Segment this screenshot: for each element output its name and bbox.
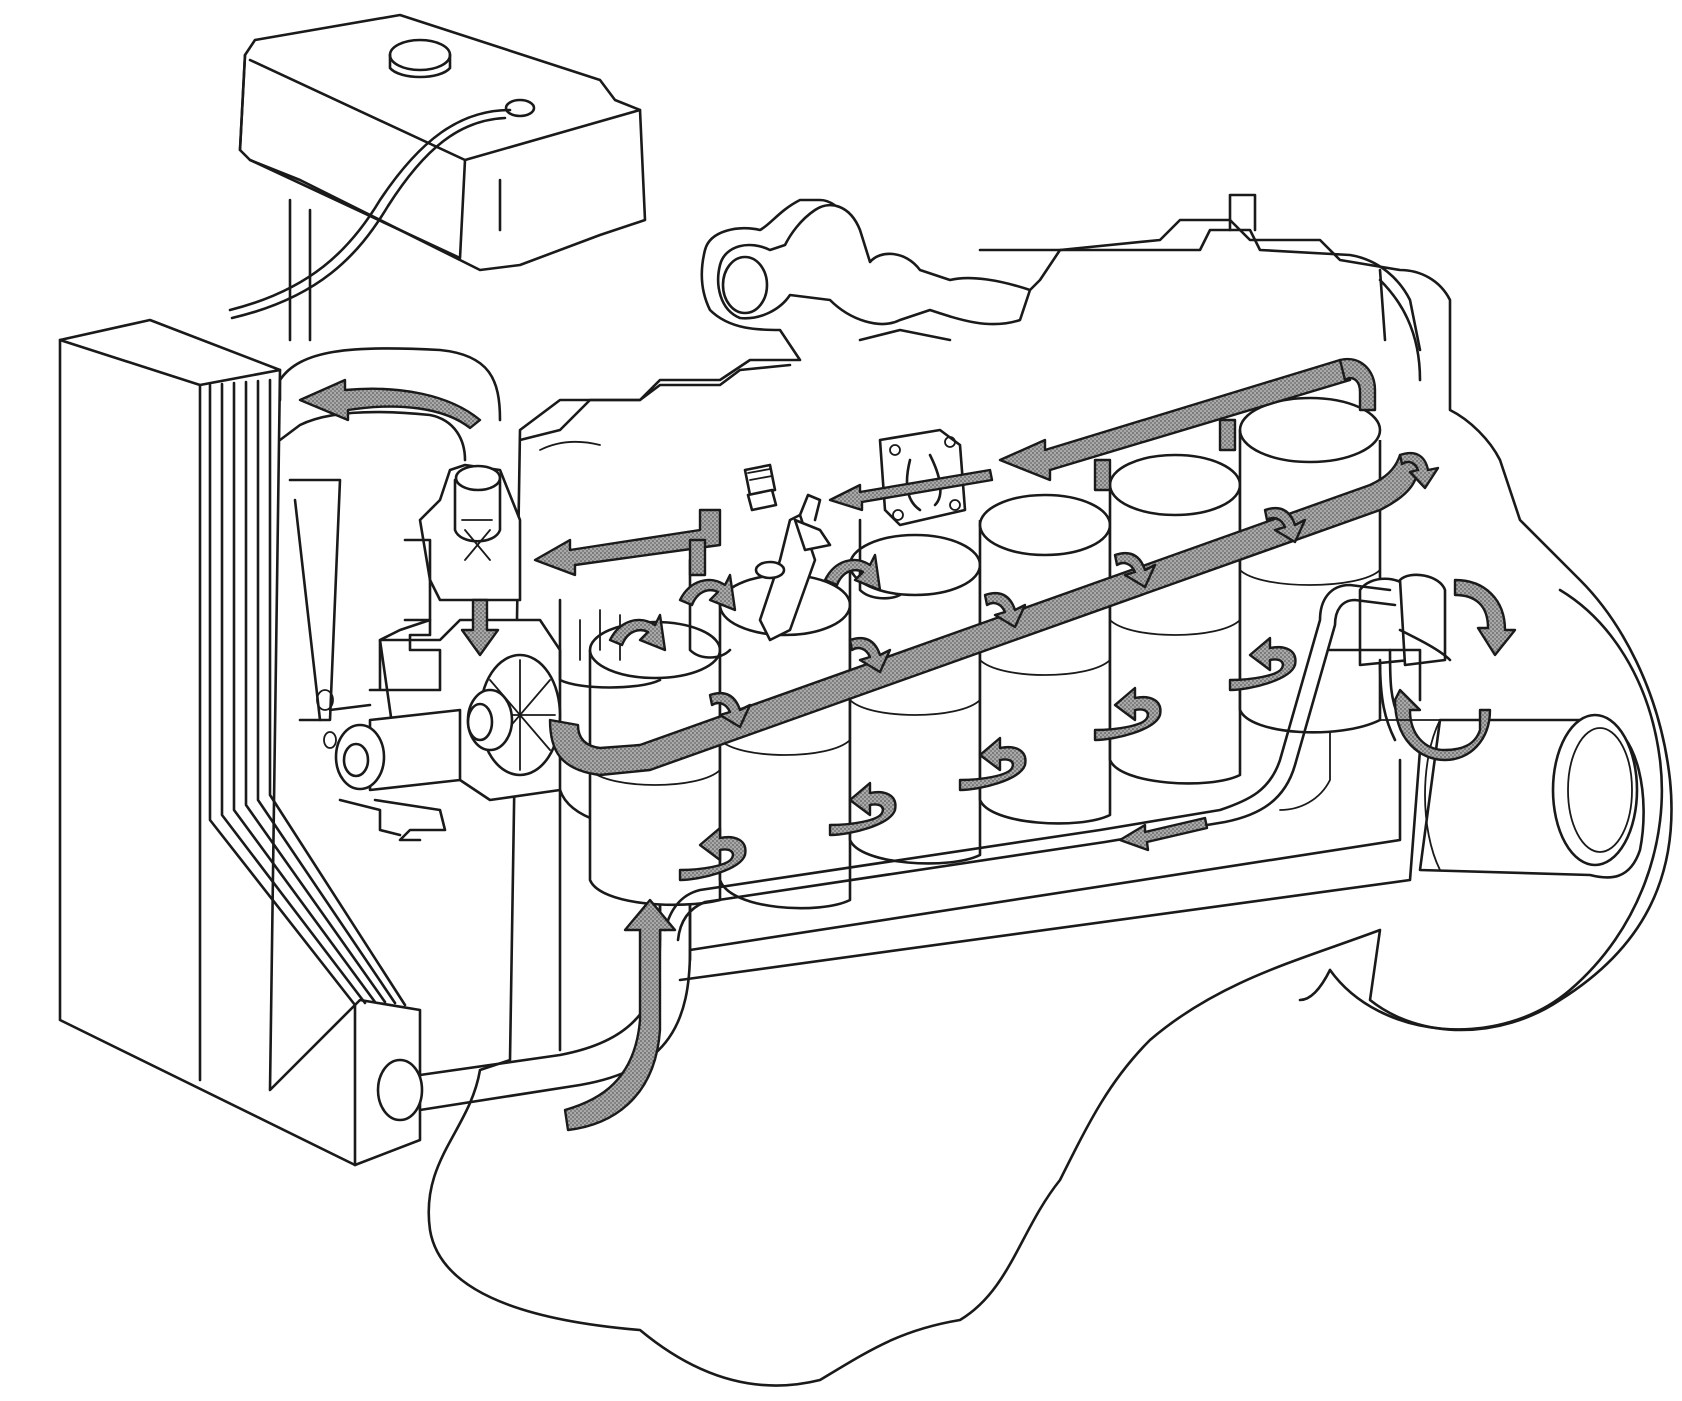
flow-arrow-liner-2: [828, 781, 897, 837]
flow-arrows: [298, 357, 1517, 1132]
flow-arrow-head-2: [678, 573, 737, 612]
flow-arrow-oil-cooler-in: [1453, 578, 1517, 657]
cylinder-head-section: [558, 518, 902, 689]
crankcase-lines: [1328, 648, 1441, 721]
flow-arrow-liner-3: [958, 736, 1027, 792]
flywheel-housing: [1298, 588, 1664, 1031]
flow-arrow-liner-4: [1093, 686, 1162, 742]
flow-arrow-head-3: [823, 553, 882, 592]
flow-arrow-head-1: [608, 613, 667, 652]
flow-arrow-liner-5: [1228, 636, 1297, 692]
flow-arrow-upper-hose: [298, 378, 482, 430]
turbocharger: [716, 203, 1032, 342]
valve-cover-edge: [518, 363, 792, 451]
injector: [754, 493, 832, 642]
thermostat-housing: [403, 463, 522, 622]
flow-arrow-liner-1: [678, 826, 747, 882]
exhaust-manifold: [978, 193, 1422, 382]
coolant-return-pipe: [663, 583, 1397, 942]
flow-arrow-oil-cooler-loop: [1393, 688, 1492, 762]
upper-radiator-hose: [278, 347, 502, 462]
flow-arrow-head-outlet: [533, 508, 722, 577]
radiator: [58, 318, 424, 1167]
expansion-tank: [238, 13, 647, 342]
fan-hub: [328, 618, 462, 842]
starter-motor: [1418, 713, 1645, 879]
vent-hose: [228, 108, 512, 320]
flow-arrow-lower-hose: [563, 898, 677, 1132]
flow-arrow-thermostat: [460, 598, 500, 657]
fan-shroud: [288, 478, 342, 749]
temperature-sensor: [743, 463, 778, 512]
flow-arrow-return-pipe: [1118, 816, 1209, 852]
flow-arrow-flange: [828, 468, 994, 512]
flange-fitting: [878, 428, 967, 527]
